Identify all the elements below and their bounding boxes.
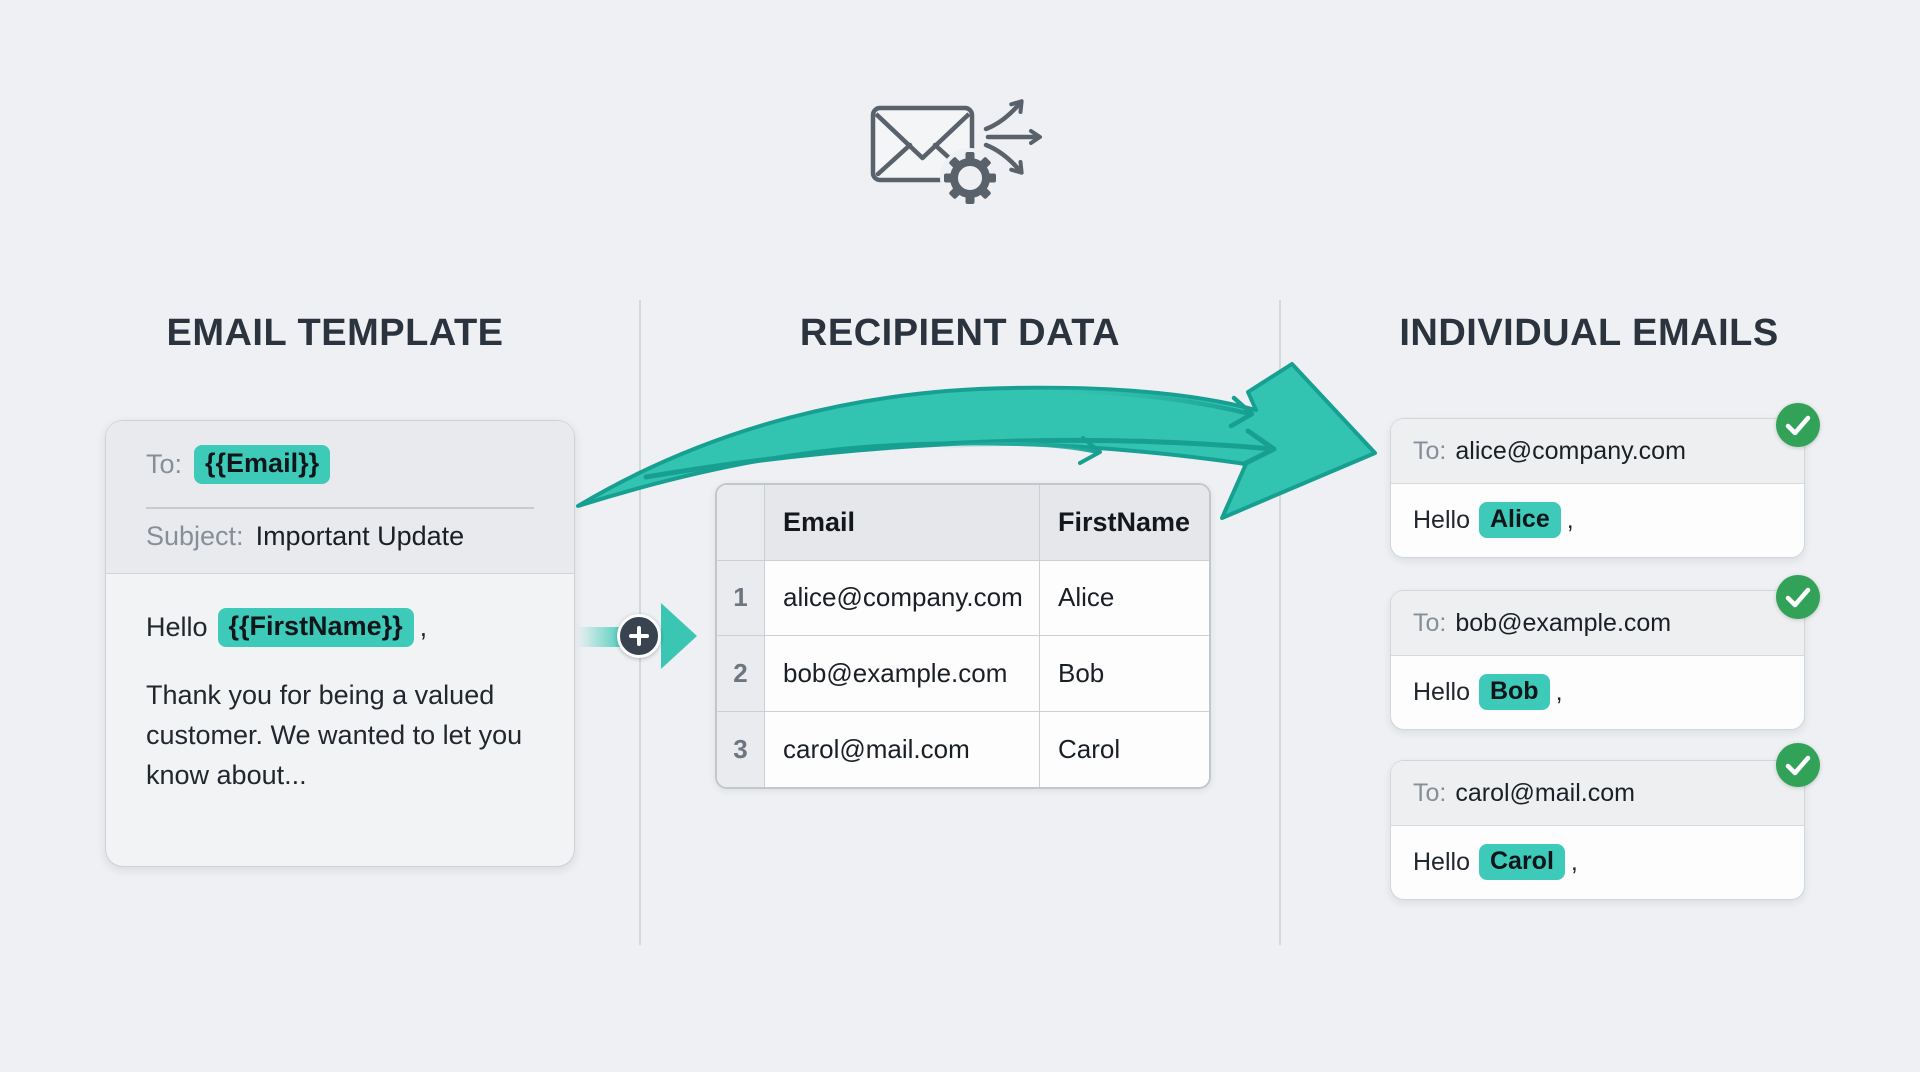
merge-connector-arrowhead-icon <box>661 603 697 669</box>
success-check-icon <box>1776 575 1820 619</box>
greeting-prefix: Hello <box>1413 677 1470 706</box>
subject-label: Subject: <box>146 521 244 551</box>
row-number: 1 <box>717 560 765 636</box>
firstname-token-badge: {{FirstName}} <box>217 608 414 648</box>
motion-arrow-top-icon <box>1009 388 1255 429</box>
email-card-header: To: alice@company.com <box>1391 419 1804 484</box>
email-card-body: Hello Carol , <box>1391 826 1804 898</box>
to-value: alice@company.com <box>1455 436 1686 465</box>
section-divider-right <box>1279 300 1281 945</box>
email-card-header: To: carol@mail.com <box>1391 761 1804 826</box>
checkmark-icon <box>1785 755 1811 776</box>
name-highlight: Carol <box>1478 843 1565 881</box>
subject-value: Important Update <box>255 521 465 551</box>
merge-connector-bar <box>577 627 623 647</box>
motion-arrow-bottom-icon <box>936 436 1102 465</box>
checkmark-icon <box>1785 415 1811 436</box>
header-divider <box>146 507 534 509</box>
greeting-suffix: , <box>419 612 428 643</box>
individual-email-card: To: carol@mail.com Hello Carol , <box>1390 760 1805 900</box>
success-check-icon <box>1776 403 1820 447</box>
cell-firstname: Carol <box>1040 711 1209 787</box>
cell-firstname: Alice <box>1040 560 1209 636</box>
email-template-card: To: {{Email}} Subject: Important Update … <box>105 420 575 867</box>
template-card-header: To: {{Email}} Subject: Important Update <box>106 421 574 574</box>
cell-email: alice@company.com <box>765 560 1040 636</box>
greeting-suffix: , <box>1555 677 1563 706</box>
to-label: To: <box>146 449 183 480</box>
to-label: To: <box>1413 436 1447 465</box>
greeting-suffix: , <box>1570 847 1578 876</box>
cell-email: bob@example.com <box>765 636 1040 712</box>
greeting-prefix: Hello <box>146 612 208 643</box>
individual-email-card: To: alice@company.com Hello Alice , <box>1390 418 1805 558</box>
greeting-suffix: , <box>1566 505 1574 534</box>
plus-icon <box>617 614 661 658</box>
cell-email: carol@mail.com <box>765 711 1040 787</box>
name-highlight: Alice <box>1478 501 1561 539</box>
greeting-prefix: Hello <box>1413 847 1470 876</box>
template-to-field: To: {{Email}} <box>146 445 331 485</box>
mail-merge-icon <box>870 99 1042 208</box>
individual-email-card: To: bob@example.com Hello Bob , <box>1390 590 1805 730</box>
table-corner-cell <box>717 485 765 561</box>
email-card-header: To: bob@example.com <box>1391 591 1804 656</box>
name-highlight: Bob <box>1478 673 1550 711</box>
to-value: carol@mail.com <box>1455 778 1635 807</box>
heading-recipient-data: RECIPIENT DATA <box>799 312 1121 354</box>
greeting-prefix: Hello <box>1413 505 1470 534</box>
template-subject-field: Subject: Important Update <box>146 521 464 552</box>
heading-individual-emails: INDIVIDUAL EMAILS <box>1399 312 1779 354</box>
template-body-text: Thank you for being a valued customer. W… <box>146 680 523 791</box>
success-check-icon <box>1776 743 1820 787</box>
recipient-table: Email FirstName 1 alice@company.com Alic… <box>715 483 1211 789</box>
row-number: 2 <box>717 636 765 712</box>
gear-icon <box>940 148 1000 208</box>
email-card-body: Hello Bob , <box>1391 656 1804 728</box>
to-label: To: <box>1413 608 1447 637</box>
row-number: 3 <box>717 711 765 787</box>
to-label: To: <box>1413 778 1447 807</box>
template-greeting: Hello {{FirstName}} , <box>146 608 534 648</box>
plus-bar-vertical <box>637 626 641 646</box>
cell-firstname: Bob <box>1040 636 1209 712</box>
email-token-badge: {{Email}} <box>194 445 331 485</box>
email-card-body: Hello Alice , <box>1391 484 1804 556</box>
table-header-firstname: FirstName <box>1040 485 1209 561</box>
table-header-email: Email <box>765 485 1040 561</box>
template-card-body: Hello {{FirstName}} , Thank you for bein… <box>106 574 574 795</box>
fanout-arrows-icon <box>983 99 1042 175</box>
heading-email-template: EMAIL TEMPLATE <box>166 312 504 354</box>
to-value: bob@example.com <box>1455 608 1672 637</box>
checkmark-icon <box>1785 587 1811 608</box>
